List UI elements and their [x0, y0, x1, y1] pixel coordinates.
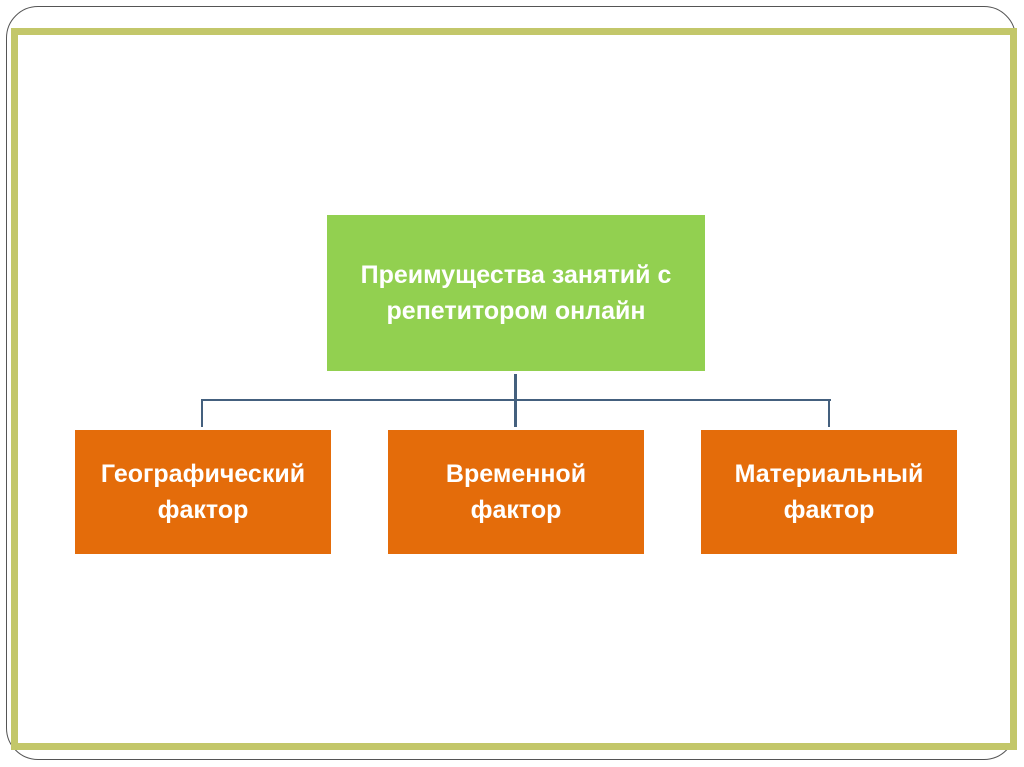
root-node: Преимущества занятий с репетитором онлай… — [327, 215, 705, 371]
child-node-geographic: Географический фактор — [75, 430, 331, 554]
child-label: Географический фактор — [100, 459, 306, 524]
connector-middle — [514, 399, 517, 427]
connector-root-stem — [514, 374, 517, 402]
connector-right — [828, 399, 830, 427]
child-label: Временной фактор — [445, 459, 587, 524]
child-node-material: Материальный фактор — [701, 430, 957, 554]
root-label: Преимущества занятий с репетитором онлай… — [360, 260, 672, 325]
child-node-time: Временной фактор — [388, 430, 644, 554]
slide-border — [11, 28, 1017, 750]
child-label: Материальный фактор — [734, 459, 924, 524]
connector-left — [201, 399, 203, 427]
